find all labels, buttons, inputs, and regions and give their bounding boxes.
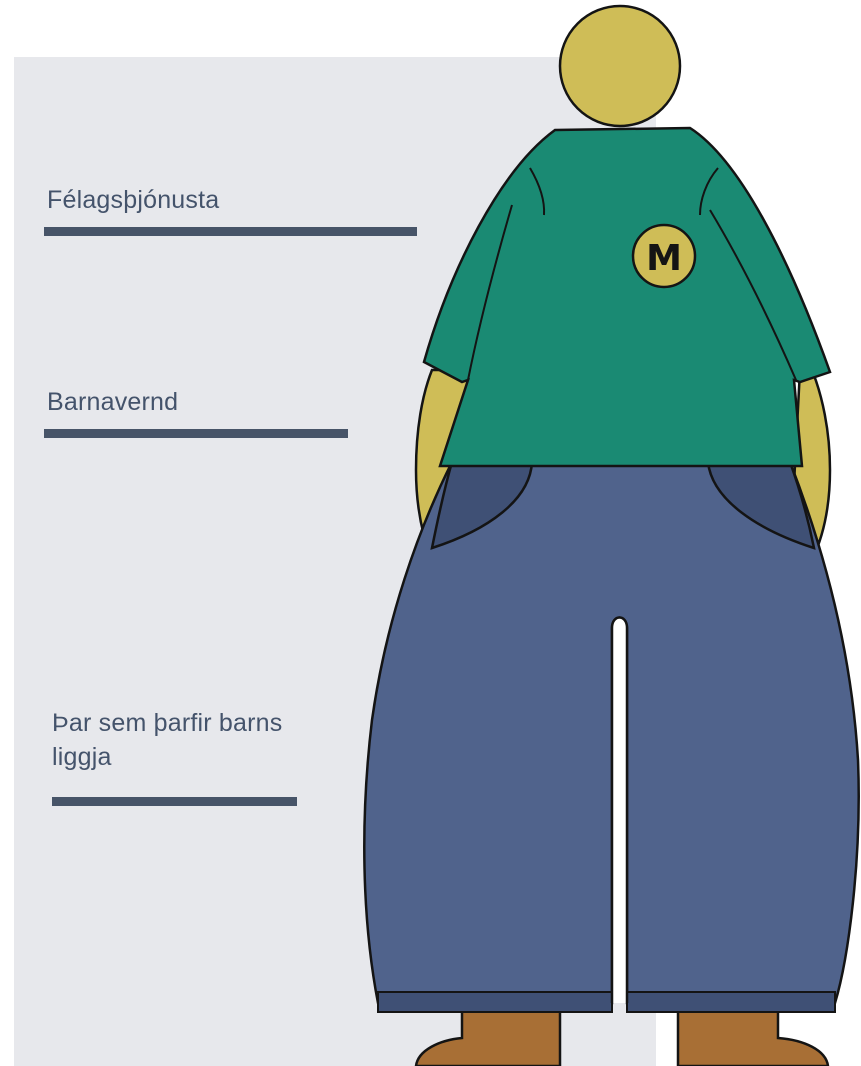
- label-barnavernd: Barnavernd: [47, 388, 179, 416]
- left-sleeve-edge: [467, 204, 513, 381]
- label-thar-sem-tharfir-barns-liggja: Þar sem þarfir barns liggja: [52, 709, 283, 771]
- level-bar-barnavernd: [44, 429, 348, 438]
- shirt-badge: [631, 223, 697, 289]
- head: [558, 4, 682, 128]
- left-pocket: [430, 460, 534, 550]
- leg-split: [610, 616, 629, 1003]
- left-shoe: [414, 998, 562, 1066]
- right-sleeve-edge: [709, 209, 797, 381]
- left-sleeve-fold: [529, 167, 546, 216]
- level-bar-felagsthjonusta: [44, 227, 417, 236]
- pants-hem: [377, 991, 836, 1013]
- level-bar-thar-sem-tharfir: [52, 797, 297, 806]
- badge-letter: M: [646, 238, 682, 279]
- shirt: [422, 126, 832, 468]
- right-pocket: [706, 460, 816, 550]
- label-felagsthjonusta: Félagsþjónusta: [47, 186, 220, 214]
- right-sleeve-fold: [699, 167, 719, 216]
